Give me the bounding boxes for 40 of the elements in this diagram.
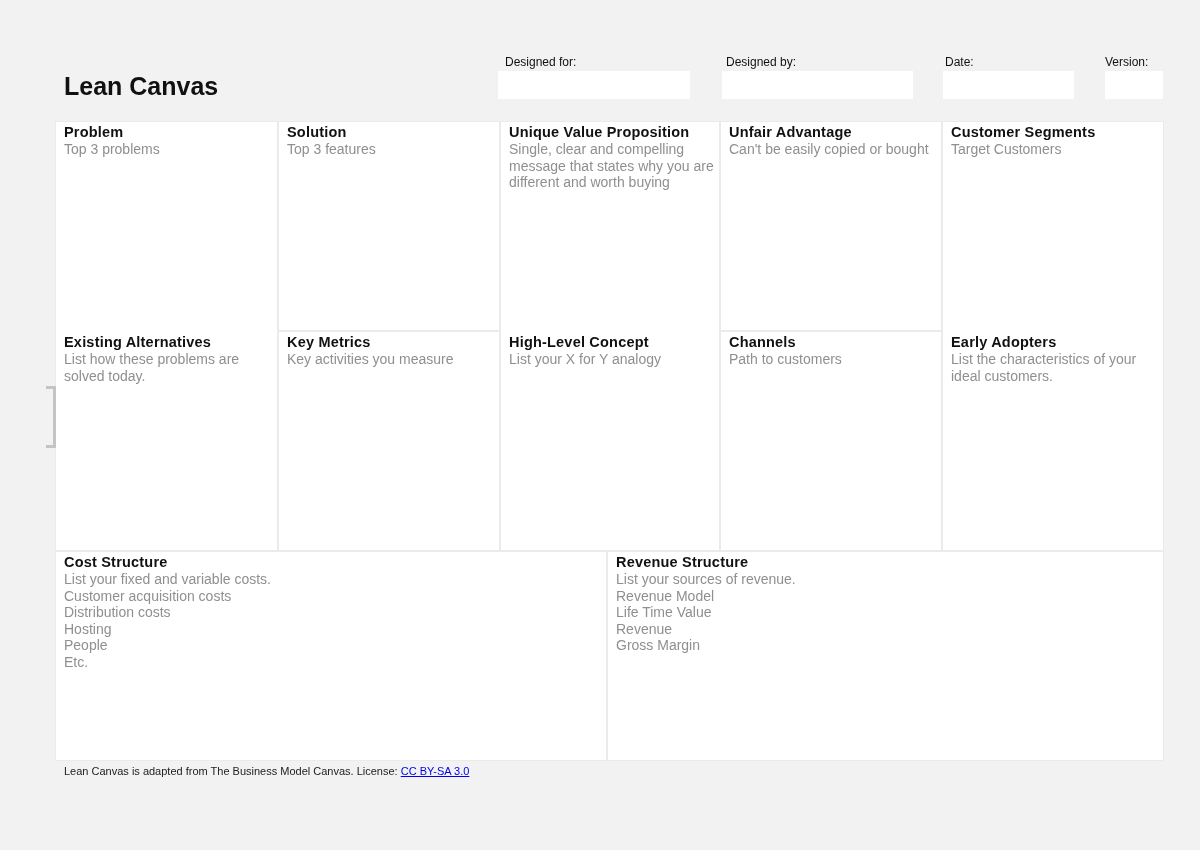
section-heading: Unfair Advantage (729, 124, 853, 141)
section-text: People (64, 637, 109, 654)
section-text: Gross Margin (616, 637, 702, 654)
field-label: Date: (945, 55, 974, 69)
section-heading: Problem (64, 124, 125, 141)
section-text: List how these problems are solved today. (64, 351, 241, 384)
section-heading: Early Adopters (951, 334, 1058, 351)
section-text: Hosting (64, 620, 113, 637)
section-text: Key activities you measure (287, 351, 455, 368)
field-label: Designed by: (726, 55, 797, 69)
field-label: Version: (1105, 55, 1149, 69)
canvas-section (55, 121, 278, 551)
page-title: Lean Canvas (64, 71, 219, 101)
section-text: Target Customers (951, 141, 1063, 158)
section-text: Path to customers (729, 351, 843, 368)
section-heading: Solution (287, 124, 348, 141)
section-text: Life Time Value (616, 604, 713, 621)
field-label: Designed for: (505, 55, 577, 69)
section-heading: Key Metrics (287, 334, 372, 351)
section-text: List the characteristics of your ideal customers. (951, 351, 1138, 384)
section-text: Top 3 features (287, 141, 377, 158)
section-text: Customer acquisition costs (64, 587, 233, 604)
section-heading: Cost Structure (64, 554, 169, 571)
footer-note: Lean Canvas is adapted from The Business Model Canvas. License: CC BY-SA 3.0 (64, 765, 470, 778)
section-text: List your fixed and variable costs. (64, 571, 272, 588)
section-heading: High-Level Concept (509, 334, 650, 351)
section-heading: Channels (729, 334, 797, 351)
section-heading: Unique Value Proposition (509, 124, 691, 141)
section-text: Revenue Model (616, 587, 716, 604)
section-text: Distribution costs (64, 604, 172, 621)
section-text: Top 3 problems (64, 141, 161, 158)
section-heading: Customer Segments (951, 124, 1097, 141)
section-text: Single, clear and compelling message that states why you are different and worth buying (509, 141, 715, 191)
section-heading: Existing Alternatives (64, 334, 213, 351)
section-text: List your sources of revenue. (616, 571, 797, 588)
section-text: List your X for Y analogy (509, 351, 663, 368)
section-text: Revenue (616, 620, 674, 637)
section-text: Can't be easily copied or bought (729, 141, 930, 158)
section-heading: Revenue Structure (616, 554, 750, 571)
section-text: Etc. (64, 653, 90, 670)
